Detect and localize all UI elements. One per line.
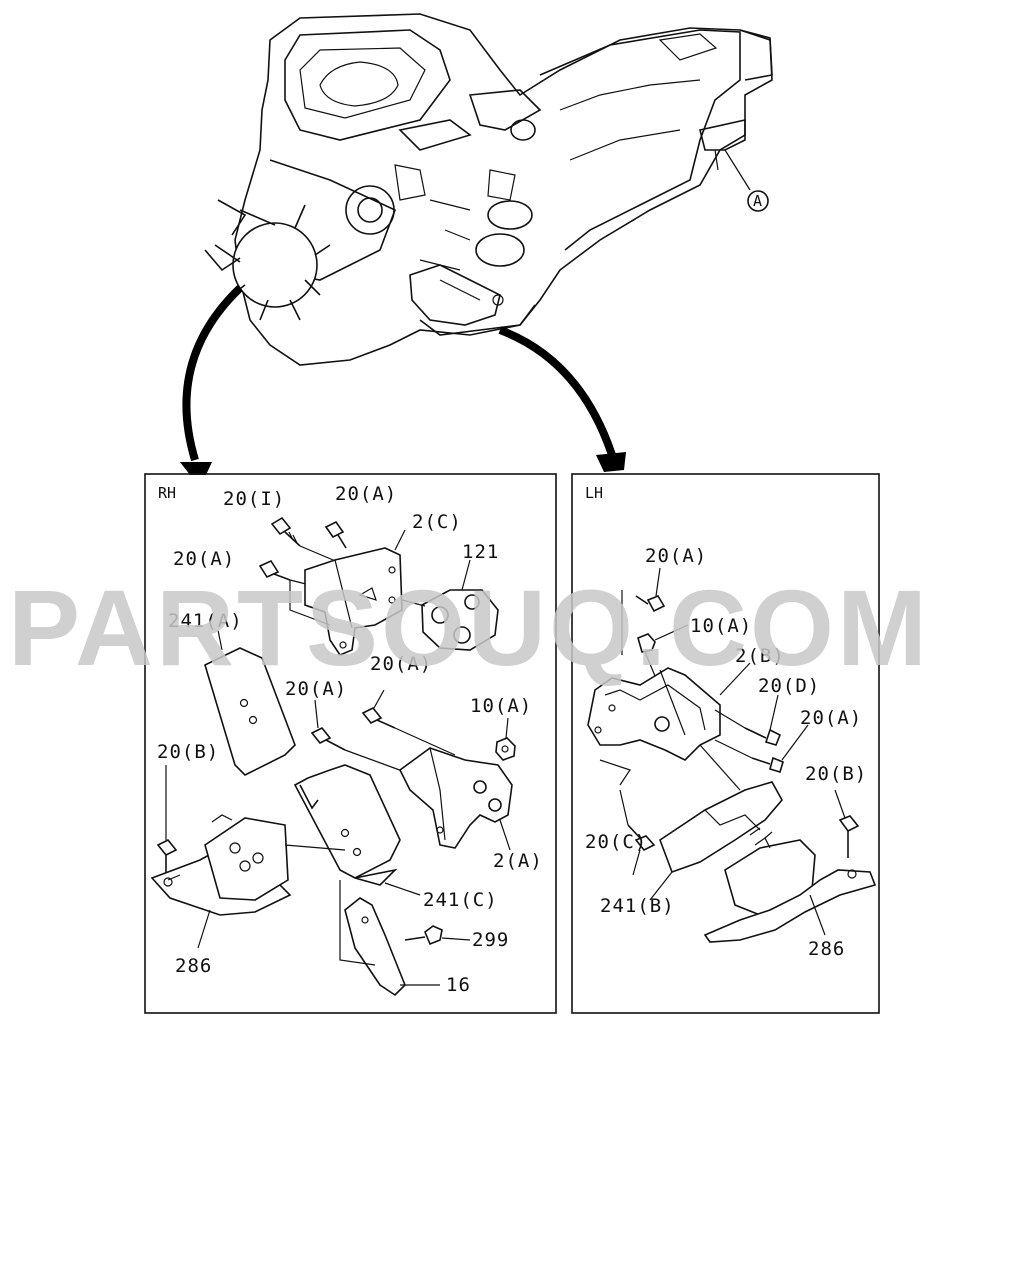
bolt-20d bbox=[714, 694, 782, 746]
label-20d: 20(D) bbox=[758, 675, 820, 697]
lh-panel-title: LH bbox=[585, 484, 603, 502]
label-20i: 20(I) bbox=[223, 488, 285, 510]
label-20b-rh: 20(B) bbox=[157, 741, 219, 763]
engine-transmission-assembly: A bbox=[180, 13, 773, 475]
bolt-20b-lh bbox=[834, 789, 860, 858]
bolt-20a-top-lh bbox=[621, 567, 666, 655]
heat-shield-241c bbox=[293, 764, 421, 896]
label-20b-lh: 20(B) bbox=[805, 763, 867, 785]
label-121: 121 bbox=[462, 541, 499, 563]
label-2a: 2(A) bbox=[493, 850, 543, 872]
bolt-20c bbox=[619, 789, 656, 876]
bracket-2c bbox=[289, 547, 403, 656]
callout-a-label: A bbox=[753, 192, 762, 210]
label-10a-lh: 10(A) bbox=[690, 615, 752, 637]
label-16: 16 bbox=[446, 974, 471, 996]
engine-mount-286-rh bbox=[150, 814, 346, 949]
label-20a-left: 20(A) bbox=[173, 548, 235, 570]
bolt-20a-lower bbox=[310, 699, 406, 773]
label-10a-rh: 10(A) bbox=[470, 695, 532, 717]
cooling-fan bbox=[204, 199, 331, 321]
bushing-121 bbox=[401, 589, 499, 651]
label-2b: 2(B) bbox=[735, 645, 785, 667]
label-20a-top: 20(A) bbox=[335, 483, 397, 505]
bolt-20a-mid bbox=[361, 689, 456, 756]
heat-shield-241a bbox=[204, 629, 296, 776]
label-286-rh: 286 bbox=[175, 955, 212, 977]
heat-shield-241b bbox=[649, 744, 783, 901]
label-20a-mid: 20(A) bbox=[370, 653, 432, 675]
label-299: 299 bbox=[472, 929, 509, 951]
label-20c: 20(C) bbox=[585, 831, 647, 853]
bracket-2a bbox=[398, 747, 513, 851]
screw-299 bbox=[404, 925, 471, 946]
rh-panel-frame bbox=[144, 473, 557, 1014]
bracket-16 bbox=[339, 880, 440, 997]
bracket-2b bbox=[587, 662, 751, 786]
label-20a-right-lh: 20(A) bbox=[800, 707, 862, 729]
bolt-20a-top bbox=[324, 520, 347, 549]
bolt-20a-left bbox=[258, 559, 291, 581]
bolt-20i bbox=[270, 516, 301, 547]
bolt-20b bbox=[156, 765, 178, 880]
label-241a: 241(A) bbox=[168, 610, 243, 632]
bolt-20a-right-lh bbox=[714, 724, 809, 773]
label-2c: 2(C) bbox=[412, 511, 462, 533]
watermark: PARTSOUQ.COM bbox=[8, 567, 930, 688]
lh-panel-frame bbox=[571, 473, 880, 1014]
engine-mount-286-lh bbox=[703, 827, 877, 943]
label-286-lh: 286 bbox=[808, 938, 845, 960]
rh-panel-title: RH bbox=[158, 484, 176, 502]
rh-panel: RH bbox=[144, 473, 557, 1014]
nut-10a bbox=[495, 717, 516, 761]
label-20a-lower: 20(A) bbox=[285, 678, 347, 700]
lh-panel: LH bbox=[571, 473, 880, 1014]
label-20a-top-lh: 20(A) bbox=[645, 545, 707, 567]
label-241b: 241(B) bbox=[600, 895, 675, 917]
label-241c: 241(C) bbox=[423, 889, 498, 911]
